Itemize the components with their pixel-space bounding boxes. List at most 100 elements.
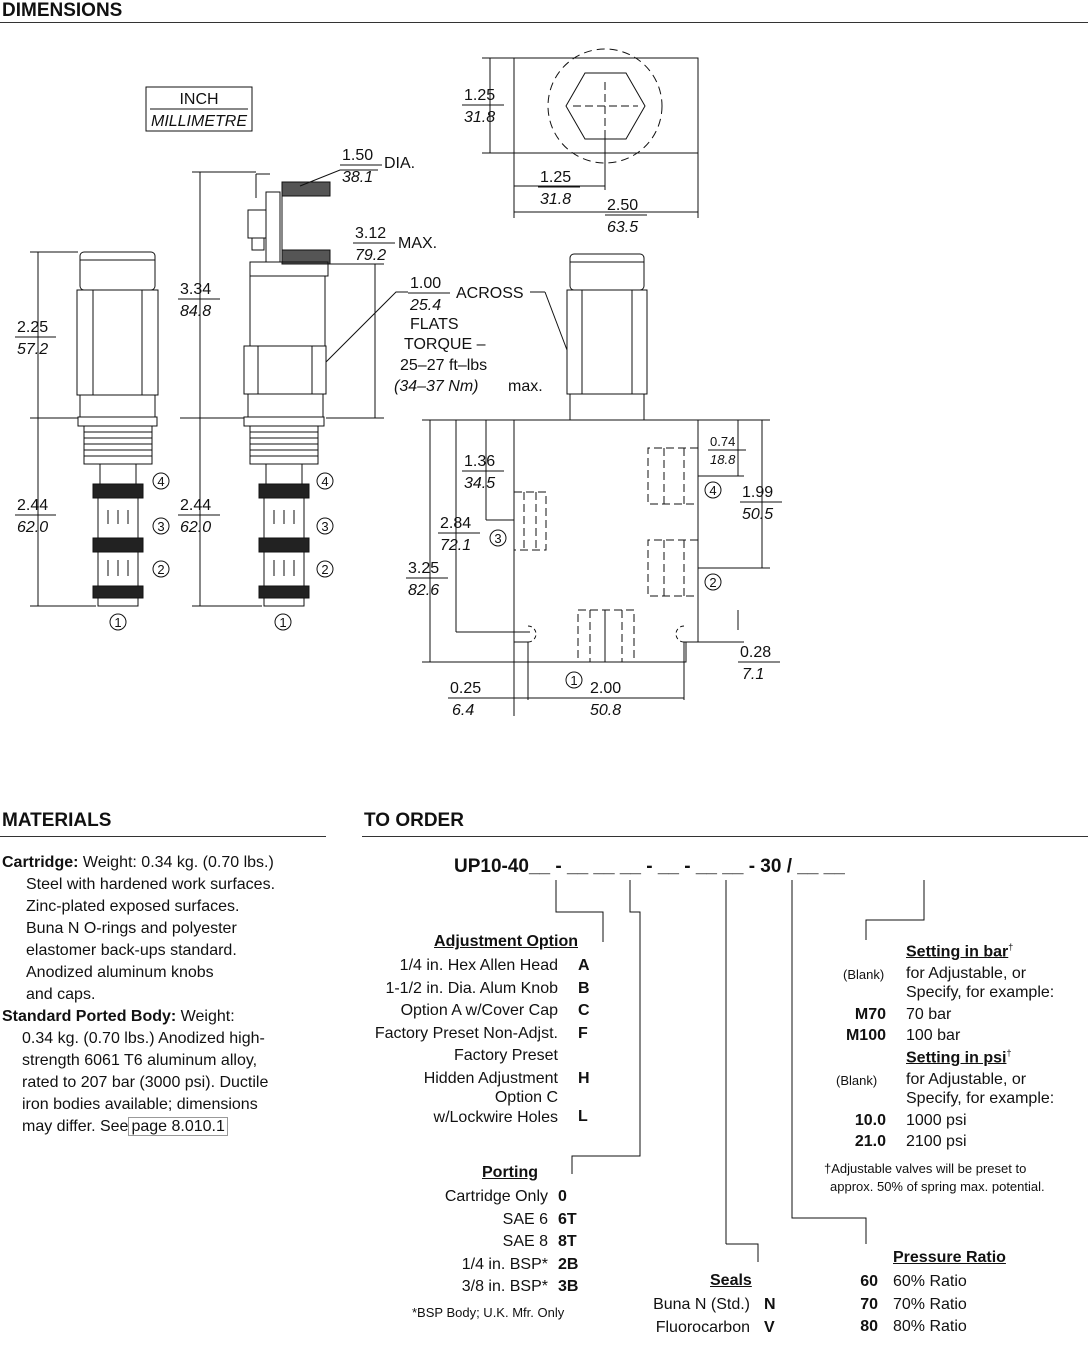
dim-150: 1.50 — [342, 147, 373, 164]
materials-text: Cartridge: Weight: 0.34 kg. (0.70 lbs.) … — [2, 852, 275, 1138]
pressure-ratio-values: 60% Ratio 70% Ratio 80% Ratio — [893, 1273, 967, 1335]
setting-psi-adjustable: for Adjustable, or Specify, for example: — [906, 1071, 1055, 1107]
cartridge-weight: Weight: 0.34 kg. (0.70 lbs.) — [78, 854, 274, 871]
dim-505: 50.5 — [742, 506, 773, 523]
seals-heading: Seals — [710, 1272, 752, 1289]
dim-254: 25.4 — [409, 297, 441, 314]
dim-max: MAX. — [398, 235, 437, 252]
port-markers-cartridges — [109, 472, 334, 631]
port-1-body: 1 — [570, 673, 577, 688]
dim-136: 1.36 — [464, 453, 495, 470]
cartridge-line-4: Buna N O-rings and polyester — [26, 920, 237, 937]
dim-620a: 62.0 — [17, 519, 48, 536]
order-leader-lines — [555, 880, 925, 1262]
dim-dia: DIA. — [384, 155, 415, 172]
port-3-mid: 3 — [321, 519, 328, 534]
adjustment-item: Factory Preset Non-Adjst.F — [374, 1024, 588, 1042]
dim-345: 34.5 — [464, 475, 495, 492]
setting-bar-values: 70 bar 100 bar — [906, 1006, 961, 1044]
port-2-mid: 2 — [321, 562, 328, 577]
body-label: Standard Ported Body: — [2, 1008, 177, 1025]
adjustment-heading: Adjustment Option — [434, 933, 578, 950]
port-2-left: 2 — [157, 562, 164, 577]
port-3-left: 3 — [157, 519, 164, 534]
cartridge-line-2: Steel with hardened work surfaces. — [26, 876, 276, 893]
cartridge-line-7: and caps. — [26, 986, 96, 1003]
body-weight-label: Weight: — [176, 1008, 235, 1025]
dimensions-heading: DIMENSIONS — [2, 0, 123, 21]
dim-across: ACROSS — [456, 285, 524, 302]
dim-318a: 31.8 — [464, 109, 495, 126]
cartridge-line-3: Zinc-plated exposed surfaces. — [26, 898, 240, 915]
dim-635: 63.5 — [607, 219, 638, 236]
cartridge-label: Cartridge: — [2, 854, 79, 871]
body-line-4: rated to 207 bar (3000 psi). Ductile — [22, 1074, 269, 1091]
dim-125b: 1.25 — [540, 169, 571, 186]
seals-item: Buna N (Std.)N — [653, 1296, 776, 1313]
pressure-ratio-codes: 60 70 80 — [860, 1273, 878, 1335]
torque-nm: (34–37 Nm) — [394, 378, 478, 395]
body-line-2: 0.34 kg. (0.70 lbs.) Anodized high- — [22, 1030, 265, 1047]
dim-flats: FLATS — [410, 316, 459, 333]
torque-max: max. — [508, 378, 543, 395]
setting-bar-codes: M70 M100 — [845, 1006, 886, 1044]
dim-826: 82.6 — [408, 582, 439, 599]
port-4-left: 4 — [157, 474, 164, 489]
dim-200: 2.00 — [590, 680, 621, 697]
dimensions-rule — [0, 22, 1088, 23]
dim-125a: 1.25 — [464, 87, 495, 104]
units-inch: INCH — [179, 91, 218, 108]
setting-bar-blank: (Blank) — [843, 967, 885, 982]
porting-item: 3/8 in. BSP*3B — [461, 1278, 579, 1295]
dim-lines-left — [30, 169, 408, 607]
setting-bar-adjustable: for Adjustable, or Specify, for example: — [906, 965, 1055, 1001]
dim-284: 2.84 — [440, 515, 471, 532]
body-line-5: iron bodies available; dimensions — [22, 1096, 258, 1113]
dim-100: 1.00 — [410, 275, 441, 292]
cartridge-middle — [243, 173, 331, 607]
dim-71: 7.1 — [742, 666, 764, 683]
dim-325: 3.25 — [408, 560, 439, 577]
port-4-mid: 4 — [321, 474, 328, 489]
dim-225: 2.25 — [17, 319, 48, 336]
units-box: INCH MILLIMETRE — [145, 86, 253, 132]
porting-item: 1/4 in. BSP*2B — [461, 1255, 579, 1273]
setting-psi-heading: Setting in psi† — [906, 1048, 1012, 1067]
top-view — [482, 48, 699, 218]
dim-312: 3.12 — [355, 225, 386, 242]
dim-508: 50.8 — [590, 702, 621, 719]
dim-620b: 62.0 — [180, 519, 211, 536]
dim-64: 6.4 — [452, 702, 474, 719]
body-line-3: strength 6061 T6 aluminum alloy, — [22, 1052, 258, 1069]
torque-value: 25–27 ft–lbs — [400, 357, 487, 374]
port-4-body: 4 — [709, 483, 716, 498]
dim-334: 3.34 — [180, 281, 211, 298]
dim-244b: 2.44 — [180, 497, 211, 514]
port-1-left: 1 — [114, 615, 121, 630]
front-view — [422, 253, 770, 716]
dim-381: 38.1 — [342, 169, 373, 186]
dim-848: 84.8 — [180, 303, 211, 320]
page-link[interactable]: page 8.010.1 — [128, 1117, 228, 1136]
to-order-rule — [362, 836, 1088, 837]
dim-318b: 31.8 — [540, 191, 571, 208]
setting-bar-heading: Setting in bar† — [906, 942, 1014, 961]
dim-188: 18.8 — [710, 452, 736, 467]
torque-label: TORQUE – — [404, 336, 486, 353]
setting-footnote: †Adjustable valves will be preset to app… — [824, 1161, 1045, 1194]
porting-note: *BSP Body; U.K. Mfr. Only — [412, 1305, 565, 1320]
pressure-ratio-heading: Pressure Ratio — [893, 1249, 1006, 1266]
to-order-heading: TO ORDER — [364, 810, 464, 831]
materials-heading: MATERIALS — [2, 810, 112, 831]
